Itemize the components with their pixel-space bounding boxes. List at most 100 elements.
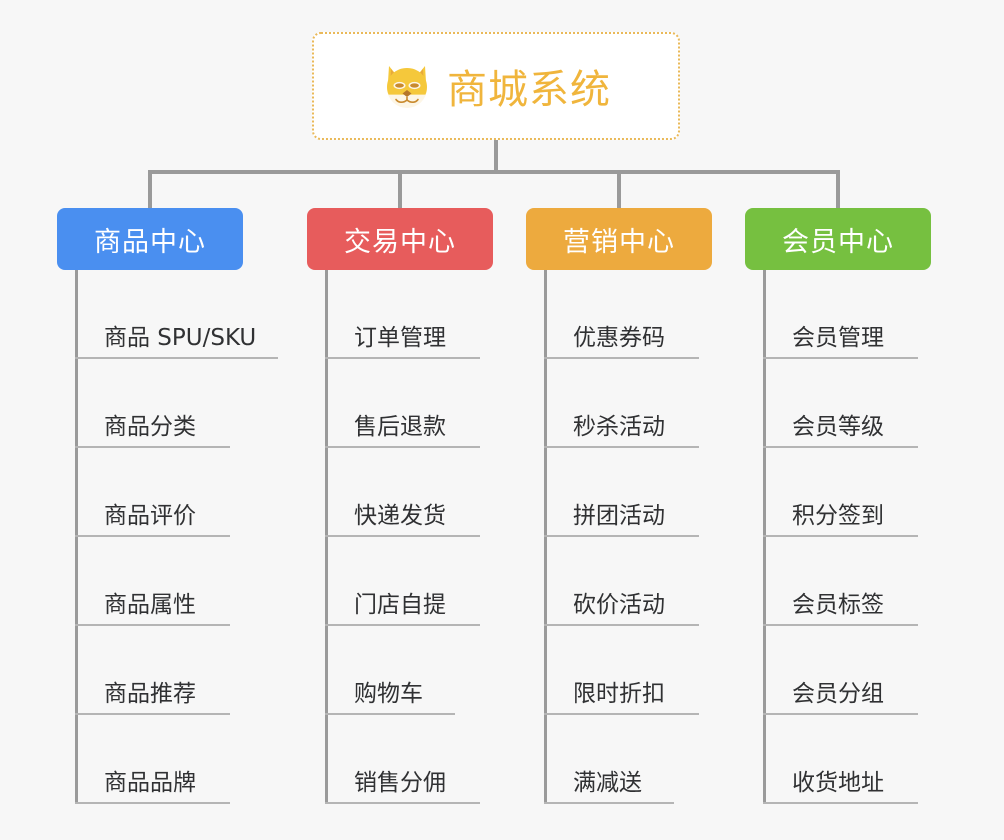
leaf-underline bbox=[544, 802, 674, 804]
leaf-item[interactable]: 秒杀活动 bbox=[526, 359, 712, 448]
leaf-label: 收货地址 bbox=[792, 769, 884, 796]
branch-product-center: 商品 SPU/SKU 商品分类 商品评价 商品属性 商品推荐 bbox=[57, 270, 278, 804]
category-header-product-center[interactable]: 商品中心 bbox=[57, 208, 243, 270]
leaf-label: 优惠券码 bbox=[573, 324, 665, 351]
leaf-label: 砍价活动 bbox=[573, 591, 665, 618]
category-label: 营销中心 bbox=[563, 226, 675, 258]
leaf-item[interactable]: 商品推荐 bbox=[57, 626, 243, 715]
leaf-list-trade-center: 订单管理 售后退款 快递发货 门店自提 购物车 bbox=[307, 270, 493, 804]
column-product-center: 商品中心 商品 SPU/SKU 商品分类 商品评价 商品属性 bbox=[57, 208, 278, 804]
branch-trunk bbox=[75, 270, 78, 804]
leaf-underline bbox=[763, 446, 918, 448]
connector-root-stem bbox=[494, 140, 498, 172]
leaf-underline bbox=[75, 624, 230, 626]
leaf-list-marketing-center: 优惠券码 秒杀活动 拼团活动 砍价活动 限时折扣 bbox=[526, 270, 712, 804]
category-label: 交易中心 bbox=[344, 226, 456, 258]
category-label: 商品中心 bbox=[94, 226, 206, 258]
leaf-underline bbox=[75, 713, 230, 715]
leaf-item[interactable]: 满减送 bbox=[526, 715, 712, 804]
leaf-label: 商品品牌 bbox=[104, 769, 196, 796]
branch-trunk bbox=[763, 270, 766, 804]
leaf-label: 快递发货 bbox=[354, 502, 446, 529]
connector-drop-trade-center bbox=[398, 170, 402, 208]
leaf-label: 门店自提 bbox=[354, 591, 446, 618]
root-node-shop-system[interactable]: 商城系统 bbox=[312, 32, 680, 140]
leaf-item[interactable]: 会员等级 bbox=[745, 359, 931, 448]
leaf-item[interactable]: 优惠券码 bbox=[526, 270, 712, 359]
leaf-label: 商品属性 bbox=[104, 591, 196, 618]
branch-member-center: 会员管理 会员等级 积分签到 会员标签 会员分组 bbox=[745, 270, 931, 804]
leaf-item[interactable]: 会员分组 bbox=[745, 626, 931, 715]
leaf-underline bbox=[75, 535, 230, 537]
leaf-underline bbox=[763, 535, 918, 537]
leaf-label: 购物车 bbox=[354, 680, 423, 707]
leaf-item[interactable]: 限时折扣 bbox=[526, 626, 712, 715]
leaf-label: 拼团活动 bbox=[573, 502, 665, 529]
leaf-label: 商品推荐 bbox=[104, 680, 196, 707]
leaf-underline bbox=[763, 802, 918, 804]
branch-trunk bbox=[325, 270, 328, 804]
leaf-underline bbox=[325, 357, 480, 359]
leaf-list-member-center: 会员管理 会员等级 积分签到 会员标签 会员分组 bbox=[745, 270, 931, 804]
leaf-underline bbox=[75, 802, 230, 804]
leaf-underline bbox=[75, 357, 278, 359]
column-member-center: 会员中心 会员管理 会员等级 积分签到 会员标签 bbox=[745, 208, 931, 804]
leaf-label: 会员分组 bbox=[792, 680, 884, 707]
branch-trade-center: 订单管理 售后退款 快递发货 门店自提 购物车 bbox=[307, 270, 493, 804]
leaf-underline bbox=[763, 357, 918, 359]
leaf-label: 秒杀活动 bbox=[573, 413, 665, 440]
leaf-underline bbox=[325, 802, 480, 804]
category-header-marketing-center[interactable]: 营销中心 bbox=[526, 208, 712, 270]
leaf-item[interactable]: 拼团活动 bbox=[526, 448, 712, 537]
leaf-underline bbox=[544, 624, 699, 626]
leaf-item[interactable]: 收货地址 bbox=[745, 715, 931, 804]
leaf-label: 销售分佣 bbox=[354, 769, 446, 796]
leaf-label: 订单管理 bbox=[354, 324, 446, 351]
leaf-label: 满减送 bbox=[573, 769, 642, 796]
leaf-item[interactable]: 销售分佣 bbox=[307, 715, 493, 804]
leaf-underline bbox=[544, 713, 699, 715]
leaf-item[interactable]: 购物车 bbox=[307, 626, 493, 715]
leaf-item[interactable]: 订单管理 bbox=[307, 270, 493, 359]
category-label: 会员中心 bbox=[782, 226, 894, 258]
leaf-underline bbox=[325, 713, 455, 715]
leaf-label: 会员等级 bbox=[792, 413, 884, 440]
leaf-underline bbox=[325, 446, 480, 448]
leaf-underline bbox=[763, 624, 918, 626]
leaf-label: 商品评价 bbox=[104, 502, 196, 529]
connector-drop-member-center bbox=[836, 170, 840, 208]
connector-drop-marketing-center bbox=[617, 170, 621, 208]
leaf-item[interactable]: 商品评价 bbox=[57, 448, 243, 537]
leaf-item[interactable]: 售后退款 bbox=[307, 359, 493, 448]
leaf-item[interactable]: 砍价活动 bbox=[526, 537, 712, 626]
leaf-underline bbox=[75, 446, 230, 448]
leaf-underline bbox=[325, 535, 480, 537]
leaf-label: 售后退款 bbox=[354, 413, 446, 440]
category-header-trade-center[interactable]: 交易中心 bbox=[307, 208, 493, 270]
branch-trunk bbox=[544, 270, 547, 804]
leaf-label: 商品 SPU/SKU bbox=[104, 324, 257, 351]
leaf-item[interactable]: 会员标签 bbox=[745, 537, 931, 626]
connector-horizontal-bus bbox=[148, 170, 840, 174]
column-trade-center: 交易中心 订单管理 售后退款 快递发货 门店自提 bbox=[307, 208, 493, 804]
leaf-item[interactable]: 积分签到 bbox=[745, 448, 931, 537]
leaf-item[interactable]: 商品属性 bbox=[57, 537, 243, 626]
leaf-label: 会员管理 bbox=[792, 324, 884, 351]
leaf-item[interactable]: 快递发货 bbox=[307, 448, 493, 537]
root-node-title: 商城系统 bbox=[447, 67, 611, 113]
branch-marketing-center: 优惠券码 秒杀活动 拼团活动 砍价活动 限时折扣 bbox=[526, 270, 712, 804]
leaf-item[interactable]: 商品品牌 bbox=[57, 715, 243, 804]
shiba-dog-face-icon bbox=[381, 60, 433, 112]
leaf-label: 商品分类 bbox=[104, 413, 196, 440]
leaf-item[interactable]: 商品分类 bbox=[57, 359, 243, 448]
leaf-item[interactable]: 商品 SPU/SKU bbox=[57, 270, 278, 359]
leaf-item[interactable]: 会员管理 bbox=[745, 270, 931, 359]
column-marketing-center: 营销中心 优惠券码 秒杀活动 拼团活动 砍价活动 bbox=[526, 208, 712, 804]
leaf-item[interactable]: 门店自提 bbox=[307, 537, 493, 626]
leaf-underline bbox=[544, 357, 699, 359]
leaf-label: 会员标签 bbox=[792, 591, 884, 618]
leaf-underline bbox=[544, 535, 699, 537]
leaf-underline bbox=[544, 446, 699, 448]
category-header-member-center[interactable]: 会员中心 bbox=[745, 208, 931, 270]
